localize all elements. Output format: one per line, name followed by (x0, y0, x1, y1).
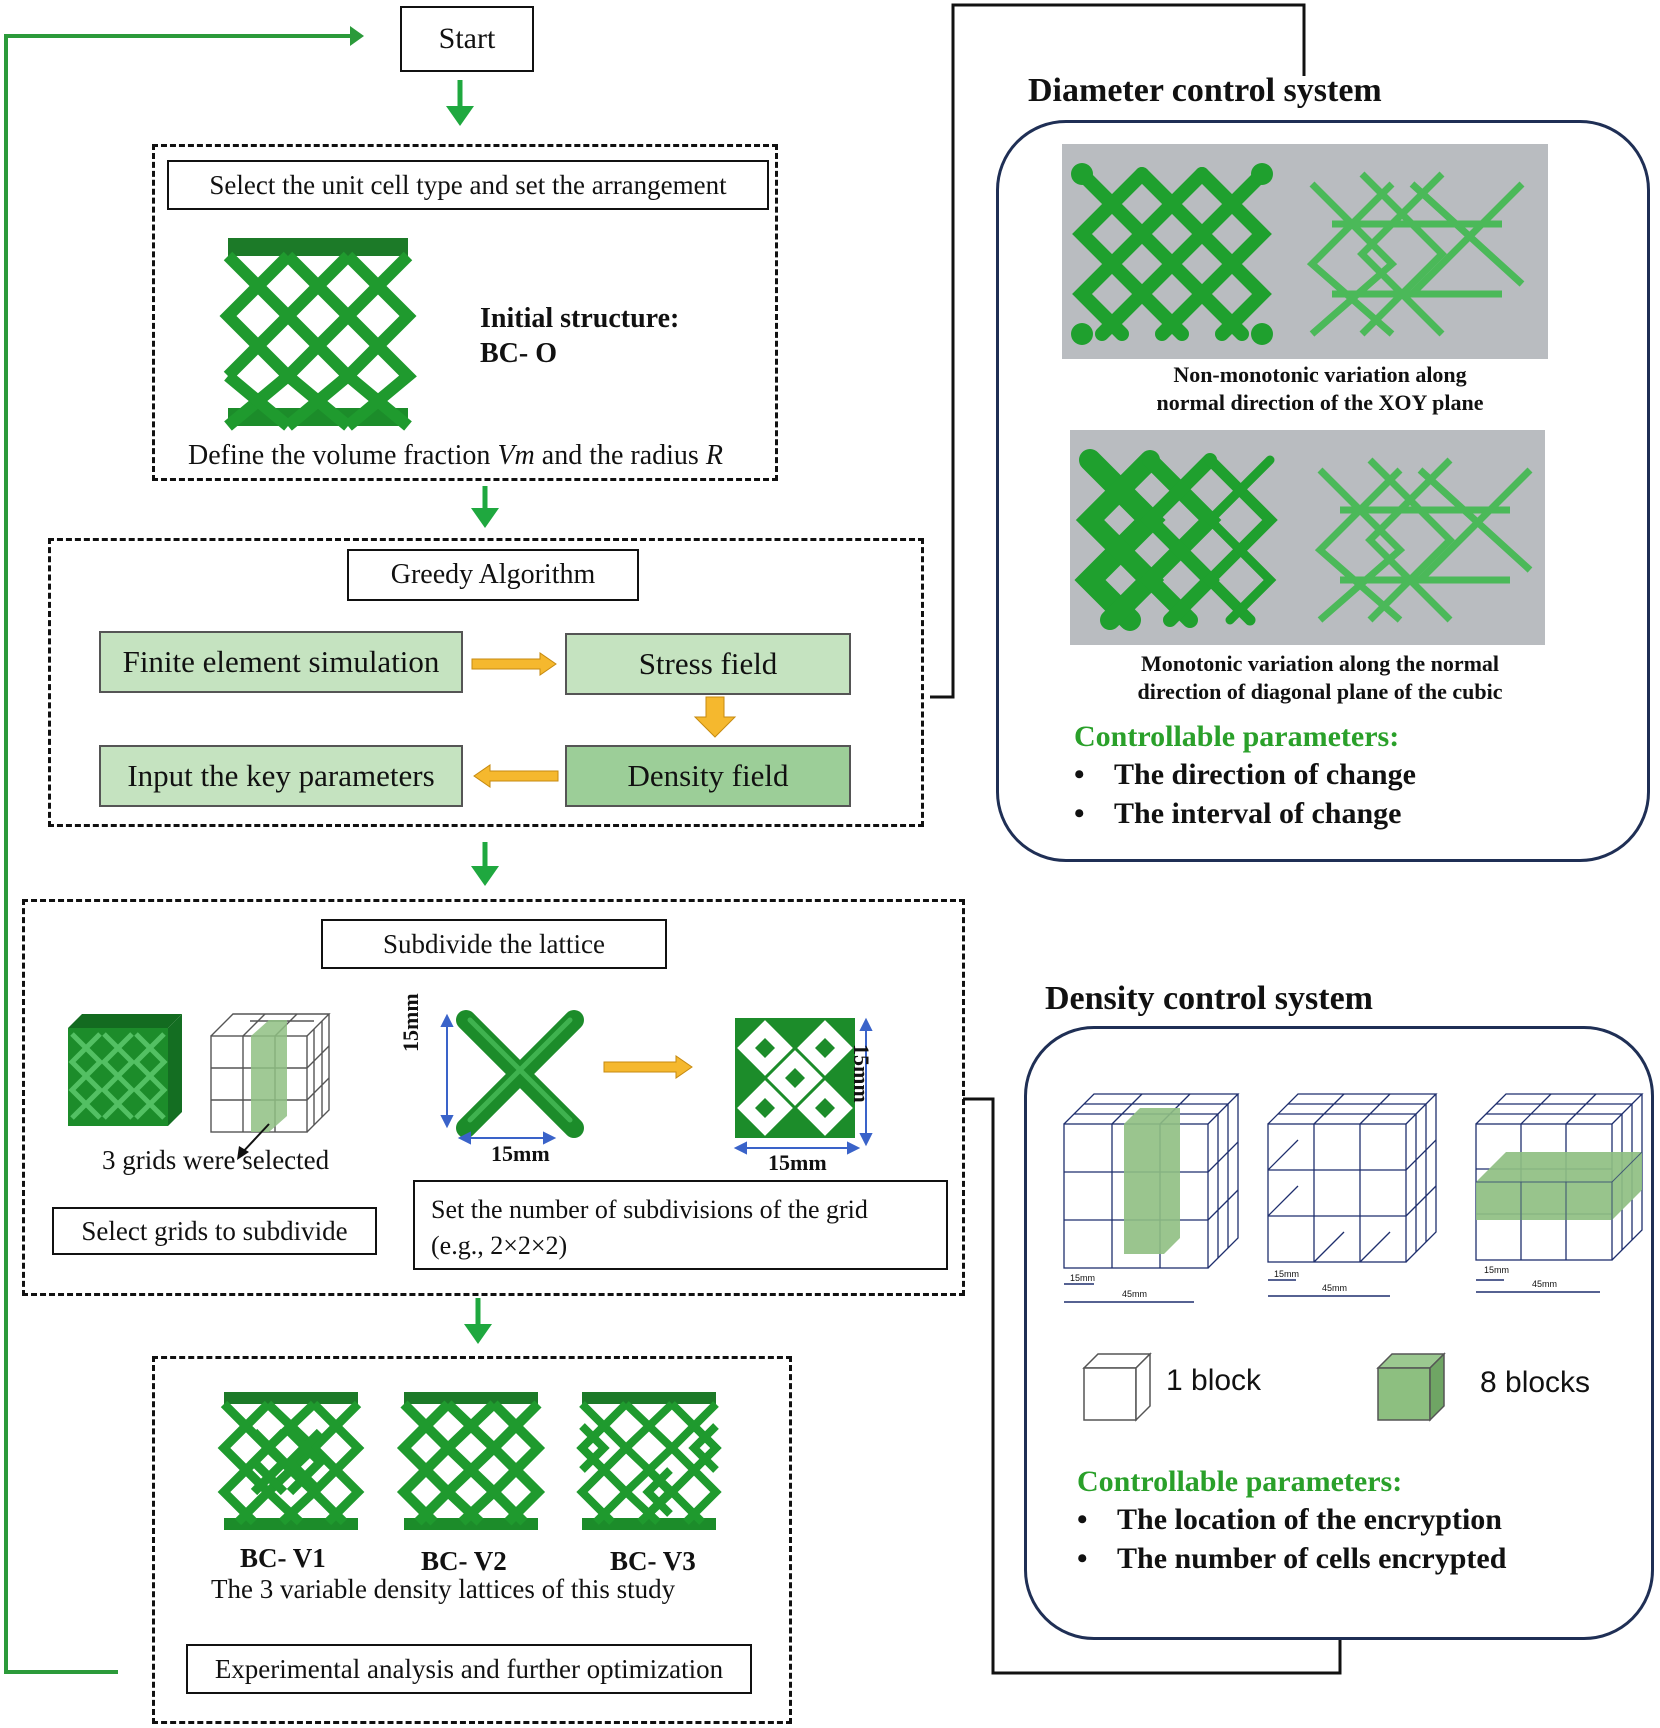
diameter-caption-1-line1: Non-monotonic variation along (1173, 362, 1467, 387)
initial-structure-label: Initial structure: (480, 303, 680, 334)
define-prefix: Define the volume fraction (188, 440, 498, 471)
density-param-1-text: The location of the encryption (1117, 1503, 1502, 1536)
label-v2: BC- V2 (421, 1546, 507, 1576)
set-subdivisions-box: Set the number of subdivisions of the gr… (413, 1180, 948, 1270)
diameter-param-2-text: The interval of change (1114, 797, 1402, 830)
r-symbol: R (705, 440, 723, 471)
down-arrow-icon (471, 842, 499, 886)
diameter-caption-2: Monotonic variation along the normal dir… (1070, 650, 1570, 706)
select-grids-box: Select grids to subdivide (52, 1207, 377, 1255)
scale-45mm-3: 45mm (1532, 1279, 1558, 1289)
grid-cube-icon (210, 1013, 331, 1160)
diameter-param-1: •The direction of change (1074, 758, 1416, 791)
dimension-arrows-subdivided (733, 1017, 873, 1155)
results-container (152, 1356, 792, 1724)
down-arrow-icon (693, 696, 737, 738)
lattice-image-v2 (396, 1392, 546, 1530)
scale-15mm-1: 15mm (1070, 1273, 1096, 1283)
diameter-lattice-1 (1071, 163, 1525, 345)
greedy-title: Greedy Algorithm (347, 549, 639, 601)
lattice-image-v1 (217, 1392, 365, 1530)
diameter-caption-2-line2: direction of diagonal plane of the cubic (1137, 679, 1503, 704)
down-arrow-icon (446, 80, 474, 126)
density-param-2: •The number of cells encrypted (1077, 1542, 1507, 1575)
diameter-params-title: Controllable parameters: (1074, 720, 1400, 753)
down-arrow-icon (464, 1298, 492, 1344)
block-cube-icon-1 (1082, 1352, 1152, 1422)
stress-field-box: Stress field (565, 633, 851, 695)
subdivided-cell-image (735, 1018, 855, 1138)
legend-1-block: 1 block (1166, 1364, 1262, 1397)
density-title: Density control system (1045, 980, 1373, 1017)
left-arrow-icon (473, 764, 559, 788)
define-mid: and the radius (534, 440, 706, 471)
greedy-container (48, 538, 924, 827)
scale-45mm-1: 45mm (1122, 1289, 1148, 1299)
scale-15mm-3: 15mm (1484, 1265, 1510, 1275)
lattice-image-bco (219, 238, 417, 431)
lattice-image-3d (68, 1014, 182, 1126)
density-grid-cube-2 (1267, 1093, 1438, 1297)
right-arrow-icon (603, 1055, 693, 1079)
diameter-caption-2-line1: Monotonic variation along the normal (1140, 651, 1500, 676)
unit-dim-vertical: 15mm (398, 993, 423, 1052)
diameter-param-2: •The interval of change (1074, 797, 1402, 830)
subdivide-title: Subdivide the lattice (321, 919, 667, 969)
results-caption: The 3 variable density lattices of this … (211, 1574, 676, 1604)
right-arrow-icon (471, 652, 557, 676)
fe-simulation-box: Finite element simulation (99, 631, 463, 693)
set-subdivisions-text: Set the number of subdivisions of the gr… (431, 1195, 868, 1224)
start-node: Start (400, 6, 534, 72)
dimension-arrows-unit (440, 1013, 557, 1145)
define-volume-text: Define the volume fraction Vm and the ra… (188, 440, 723, 472)
subdivisions-example: (e.g., 2×2×2) (431, 1231, 568, 1260)
subdivide-container (22, 899, 965, 1296)
density-params-title: Controllable parameters: (1077, 1465, 1403, 1498)
legend-8-blocks: 8 blocks (1480, 1366, 1591, 1399)
sub-dim-horizontal: 15mm (768, 1150, 827, 1175)
lattice-image-v3 (576, 1392, 722, 1530)
unit-cell-title: Select the unit cell type and set the ar… (167, 160, 769, 210)
diameter-title: Diameter control system (1028, 72, 1382, 109)
initial-structure-name: BC- O (480, 338, 557, 369)
vm-symbol: Vm (497, 440, 535, 471)
diameter-lattice-2 (1074, 449, 1533, 631)
label-v3: BC- V3 (610, 1546, 696, 1576)
density-grid-cube-3 (1475, 1093, 1644, 1293)
density-param-1: •The location of the encryption (1077, 1503, 1502, 1536)
density-field-box: Density field (565, 745, 851, 807)
input-params-box: Input the key parameters (99, 745, 463, 807)
diameter-connector-line (930, 3, 1306, 699)
scale-45mm-2: 45mm (1322, 1283, 1348, 1293)
label-v1: BC- V1 (240, 1543, 326, 1573)
diameter-caption-1: Non-monotonic variation along normal dir… (1080, 361, 1560, 417)
diameter-caption-1-line2: normal direction of the XOY plane (1156, 390, 1484, 415)
unit-cell-image (456, 1010, 584, 1138)
grids-selected-label: 3 grids were selected (102, 1145, 330, 1175)
block-cube-icon-8 (1376, 1352, 1446, 1422)
scale-15mm-2: 15mm (1274, 1269, 1300, 1279)
feedback-loop-line (4, 34, 350, 1674)
unit-dim-horizontal: 15mm (491, 1141, 550, 1166)
feedback-loop-arrowhead (350, 26, 364, 46)
sub-dim-vertical: 15mm (849, 1044, 874, 1103)
down-arrow-icon (471, 486, 499, 528)
density-param-2-text: The number of cells encrypted (1117, 1542, 1507, 1575)
density-connector-line (963, 1097, 1342, 1675)
diameter-param-1-text: The direction of change (1114, 758, 1416, 791)
density-grid-cube-1 (1063, 1093, 1240, 1303)
experimental-box: Experimental analysis and further optimi… (186, 1644, 752, 1694)
step1-container (152, 144, 778, 481)
